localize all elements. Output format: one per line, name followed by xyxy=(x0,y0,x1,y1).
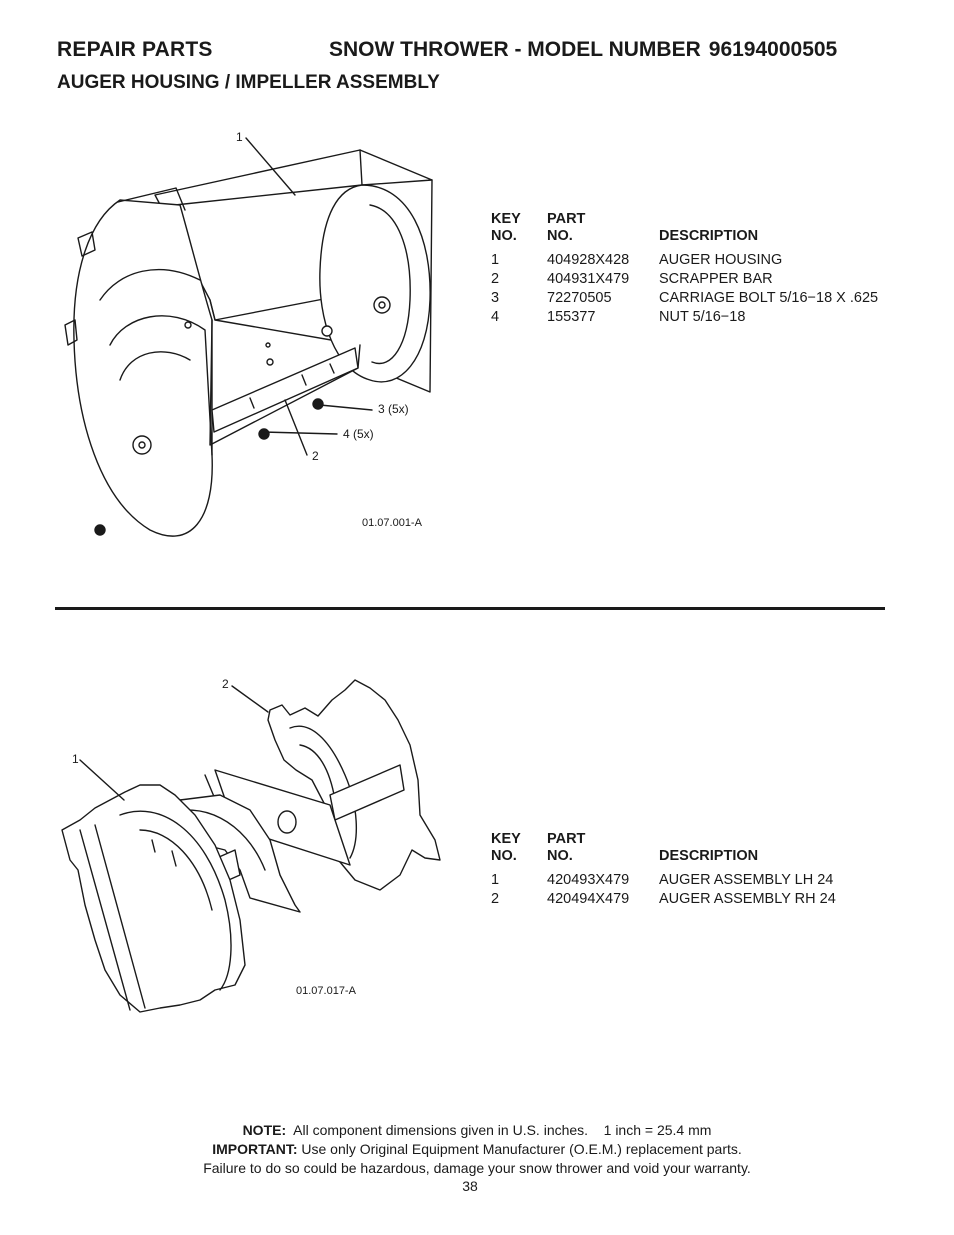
section-divider xyxy=(55,607,885,610)
nut-icon xyxy=(258,428,270,440)
header-description: DESCRIPTION xyxy=(659,848,759,864)
callout-3: 3 (5x) xyxy=(378,402,409,416)
auger-housing-diagram xyxy=(64,137,433,537)
callout-4: 4 (5x) xyxy=(343,427,374,441)
callout-2: 2 xyxy=(222,677,229,691)
housing-right-side xyxy=(319,184,431,383)
page-subtitle: AUGER HOUSING / IMPELLER ASSEMBLY xyxy=(57,72,440,93)
callout-2: 2 xyxy=(312,449,319,463)
model-number: 96194000505 xyxy=(708,38,838,61)
conversion-text: 1 inch = 25.4 mm xyxy=(603,1122,712,1138)
product-label: SNOW THROWER - MODEL NUMBER xyxy=(329,38,701,61)
section-title: REPAIR PARTS xyxy=(57,38,213,61)
housing-left-side xyxy=(73,199,213,537)
figure-id-1: 01.07.001-A xyxy=(362,517,422,529)
important-text: Use only Original Equipment Manufacturer… xyxy=(301,1141,742,1157)
footer-important-line: IMPORTANT: Use only Original Equipment M… xyxy=(0,1140,954,1159)
auger-assembly-diagram xyxy=(61,679,441,1013)
header-description: DESCRIPTION xyxy=(659,228,759,244)
nut-icon xyxy=(94,524,106,536)
footer-warning-line: Failure to do so could be hazardous, dam… xyxy=(203,1160,751,1176)
footer-note-line: NOTE: All component dimensions given in … xyxy=(0,1121,954,1140)
product-title: SNOW THROWER - MODEL NUMBER 96194000505 xyxy=(329,38,837,62)
callout-1: 1 xyxy=(236,130,243,144)
callout-1: 1 xyxy=(72,752,79,766)
auger-lh-blade xyxy=(61,784,246,1013)
note-label: NOTE: xyxy=(242,1122,287,1138)
scraper-bar-shape xyxy=(211,347,359,433)
page-number: 38 xyxy=(462,1178,478,1194)
note-text: All component dimensions given in U.S. i… xyxy=(293,1122,589,1138)
figure-id-2: 01.07.017-A xyxy=(296,985,356,997)
important-label: IMPORTANT: xyxy=(212,1141,298,1157)
bolt-icon xyxy=(312,398,324,410)
